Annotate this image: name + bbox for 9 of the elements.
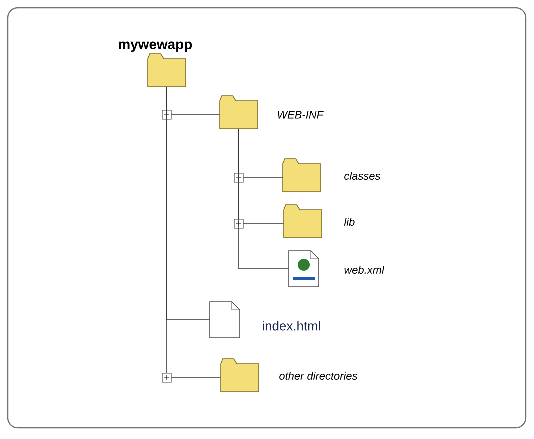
file-name: WEB-INF (278, 111, 324, 119)
tree-line (238, 126, 290, 270)
file-name: mywewapp (119, 42, 192, 52)
file-name: web.xml (344, 266, 385, 274)
tree-line (166, 84, 222, 378)
file-name: index.html (263, 321, 320, 331)
file-name: other directories (280, 372, 358, 380)
file-name: lib (344, 218, 355, 226)
file-name: classes (344, 172, 380, 180)
